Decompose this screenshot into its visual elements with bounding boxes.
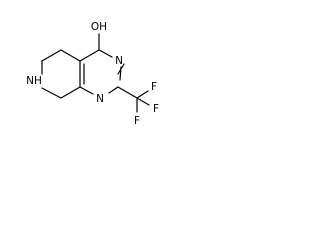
fluorine-bottom-label: F [134,115,140,127]
ring-nitrogen-bottom-label: N [96,93,104,105]
amine-label: NH [26,75,42,87]
bond-nh-c8 [41,87,62,99]
bond-c4a-c4 [79,49,100,62]
bond-c4-n3 [98,49,113,58]
fluorine-top-label: F [151,81,157,93]
bond-cf3-f-right [136,97,150,106]
bond-n3-c2-double [119,66,122,81]
bond-c2-n1 [108,86,119,94]
atom-labels: OH N N NH F F F [26,21,159,127]
bond-c6-c7 [41,49,62,62]
bond-c8-c8a [60,86,81,99]
molecule-diagram: OH N N NH F F F [26,21,159,127]
bonds [41,33,150,113]
bond-c2-cf3 [117,86,138,99]
fluorine-right-label: F [153,103,159,115]
bond-n1-c8a [79,86,94,95]
bond-cf3-f-top [136,90,149,99]
hydroxyl-label: OH [91,21,107,33]
ring-nitrogen-top-label: N [115,55,123,67]
bond-c5-c6 [60,49,81,62]
